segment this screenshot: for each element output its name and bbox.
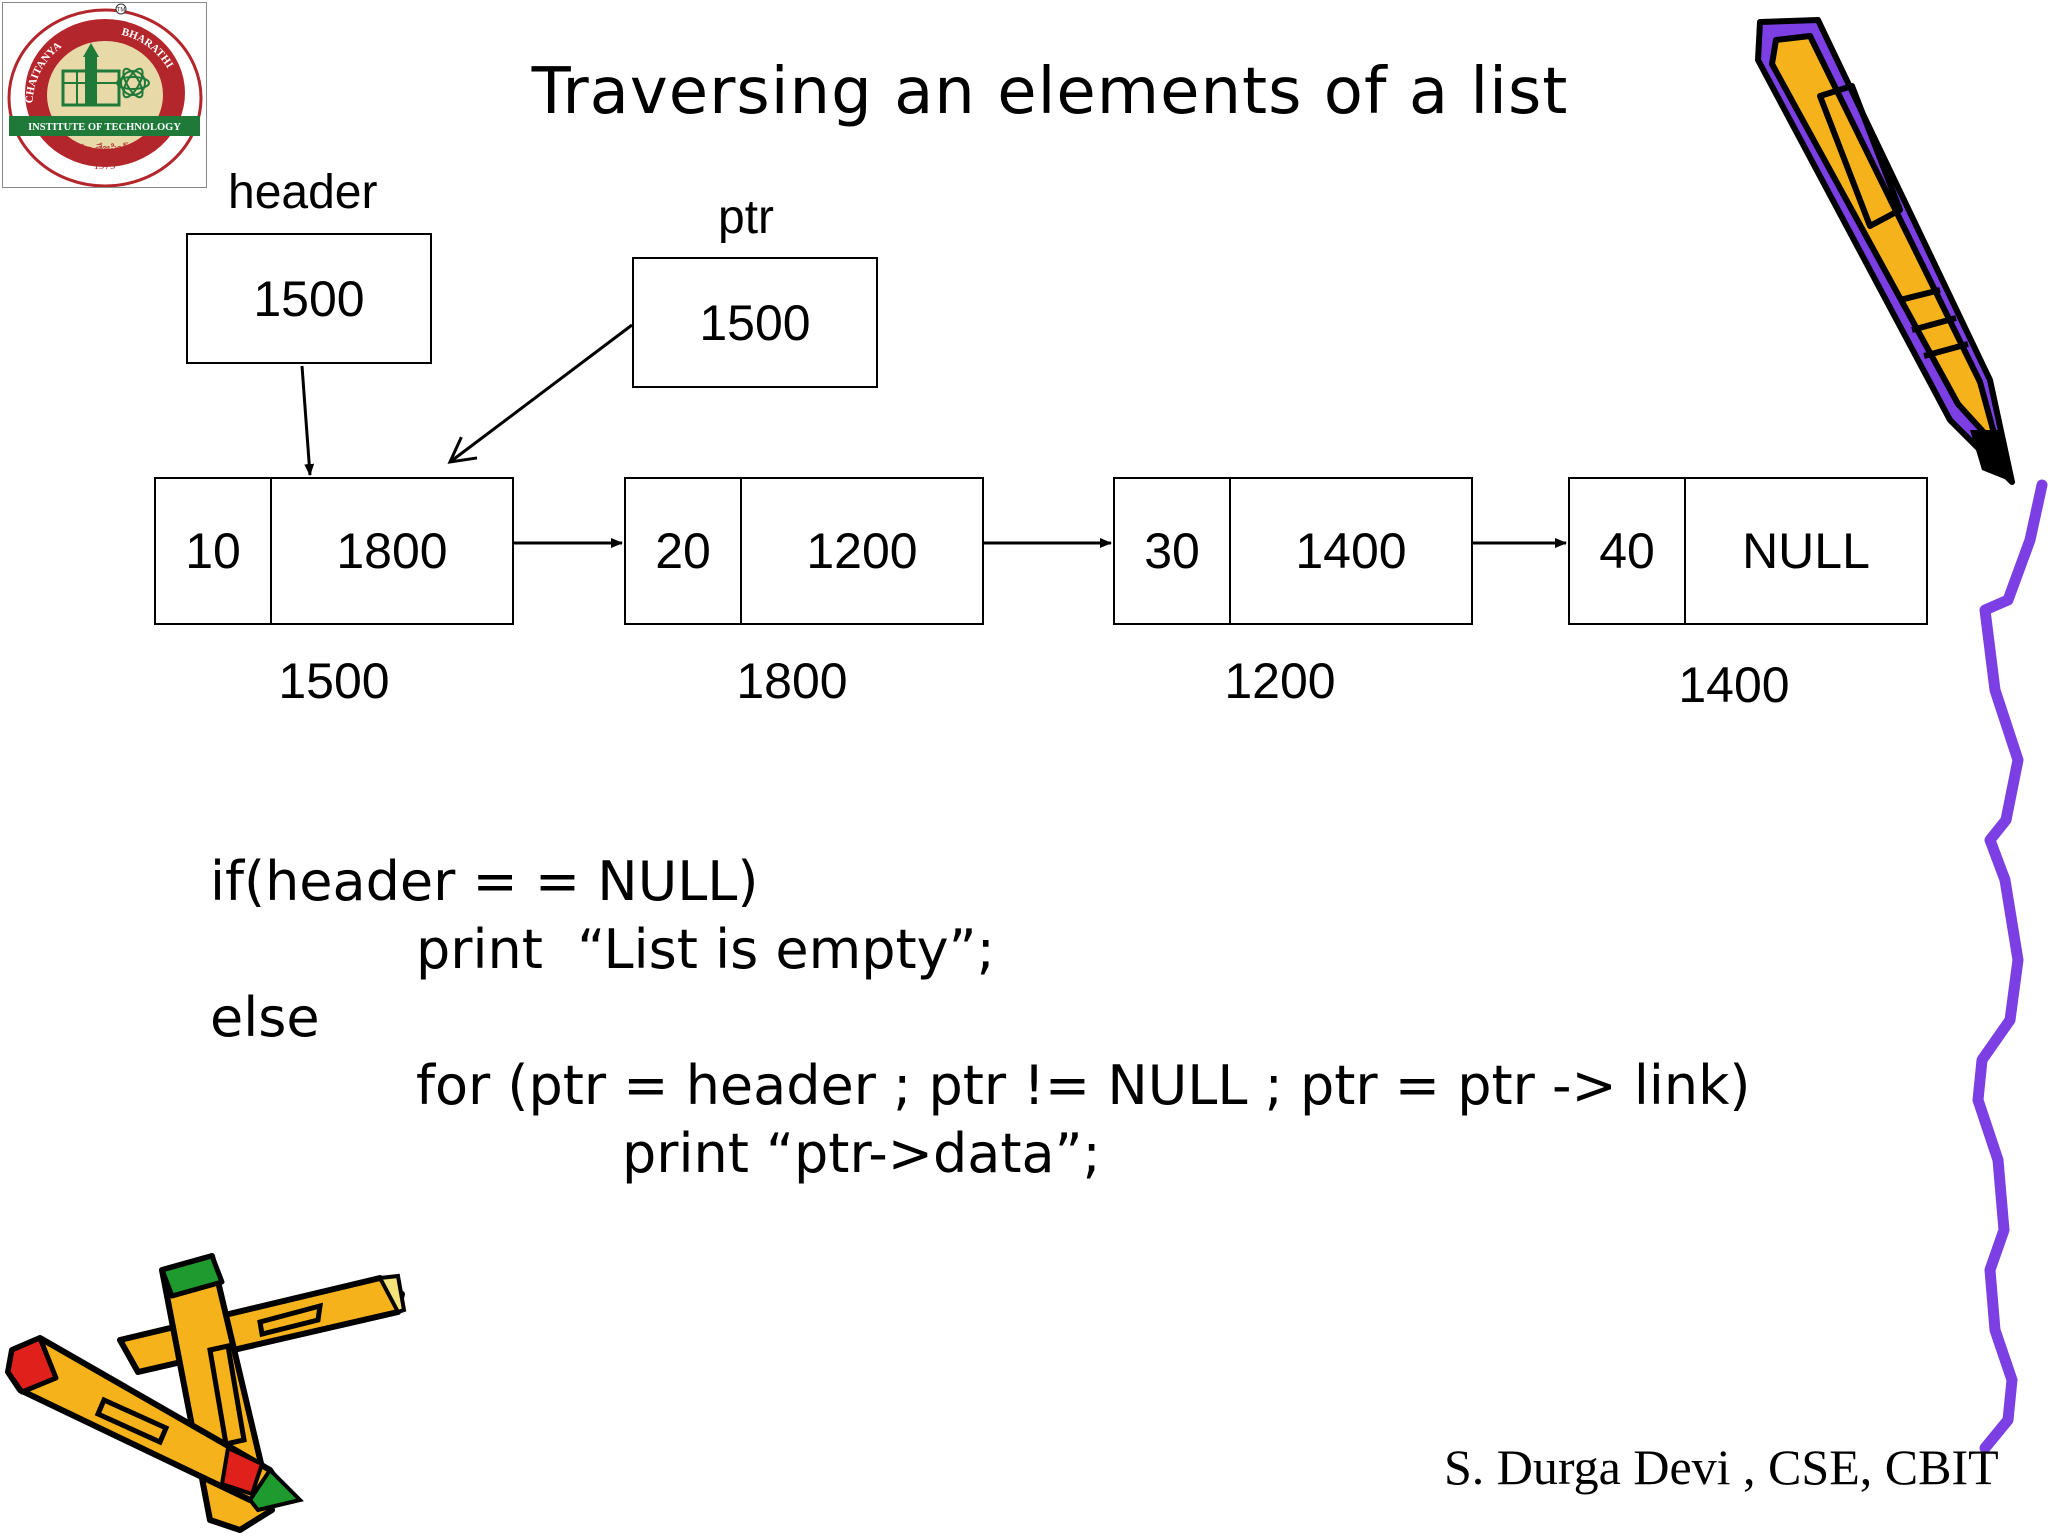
header-pointer-value: 1500 bbox=[253, 270, 365, 327]
list-node-2: 20 1200 bbox=[624, 477, 984, 625]
list-node-1: 10 1800 bbox=[154, 477, 514, 625]
pencil-icon bbox=[1755, 17, 2015, 485]
ptr-pointer-box: 1500 bbox=[632, 257, 878, 388]
node-link-cell: NULL bbox=[1742, 523, 1870, 579]
code-line-2: print “List is empty”; bbox=[416, 918, 995, 981]
squiggle-line bbox=[1972, 479, 2048, 1454]
node-data-cell: 20 bbox=[626, 479, 742, 623]
header-pointer-box: 1500 bbox=[186, 233, 432, 364]
node-data-cell: 30 bbox=[1115, 479, 1231, 623]
logo-ribbon-text: INSTITUTE OF TECHNOLOGY bbox=[28, 122, 181, 133]
node-address-4: 1400 bbox=[1678, 657, 1790, 713]
node-address-2: 1800 bbox=[736, 653, 848, 709]
list-node-4: 40 NULL bbox=[1568, 477, 1928, 625]
node-address-3: 1200 bbox=[1224, 653, 1336, 709]
node-data-cell: 10 bbox=[156, 479, 272, 623]
code-line-4: for (ptr = header ; ptr != NULL ; ptr = … bbox=[416, 1054, 1751, 1117]
slide-footer: S. Durga Devi , CSE, CBIT bbox=[1444, 1439, 1999, 1495]
code-line-1: if(header = = NULL) bbox=[210, 850, 759, 913]
node-link-cell: 1200 bbox=[806, 523, 918, 579]
ptr-pointer-label: ptr bbox=[718, 191, 775, 244]
ptr-pointer-value: 1500 bbox=[699, 294, 811, 351]
slide-title: Traversing an elements of a list bbox=[531, 55, 1569, 129]
header-pointer-label: header bbox=[228, 166, 378, 219]
list-node-3: 30 1400 bbox=[1113, 477, 1473, 625]
logo-year: 1979 bbox=[94, 160, 117, 172]
code-line-3: else bbox=[210, 986, 320, 1049]
crossed-pencils-icon bbox=[5, 1253, 407, 1533]
logo-trademark: TM bbox=[117, 8, 126, 14]
code-line-5: print “ptr->data”; bbox=[622, 1122, 1101, 1185]
header-arrow bbox=[300, 365, 315, 476]
node-address-1: 1500 bbox=[278, 653, 390, 709]
institute-logo: CHAITANYA BHARATHI INSTITUTE OF TECHNOLO… bbox=[2, 2, 207, 188]
node-link-cell: 1800 bbox=[336, 523, 448, 579]
node-link-cell: 1400 bbox=[1295, 523, 1407, 579]
node-data-cell: 40 bbox=[1570, 479, 1686, 623]
logo-motto: స్వయం తేజస్విన్ భవ bbox=[63, 142, 147, 155]
ptr-arrow bbox=[447, 323, 633, 464]
